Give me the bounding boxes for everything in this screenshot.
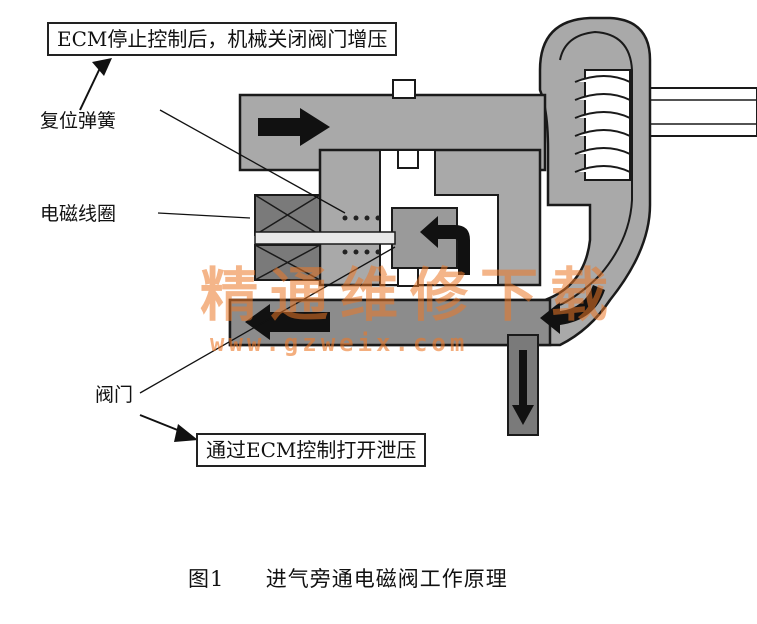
bottom-note-text: 通过ECM控制打开泄压 [206,438,417,462]
flow-arrow-return-pipe [245,304,330,340]
outlet-pipe [639,87,757,137]
watermark-url: www.gzweix.com [210,329,469,357]
pointer-arrow-top [92,58,112,76]
figure-caption: 图1 进气旁通电磁阀工作原理 [188,566,508,592]
compressor-wheel [574,69,631,181]
figure-title: 进气旁通电磁阀工作原理 [265,567,508,591]
flow-arrow-drain [512,350,534,425]
flow-arrow-curve [540,285,605,334]
solenoid-coil [254,194,321,281]
watermark-cn: 精通维修下载 [200,261,621,329]
reset-spring-label: 复位弹簧 [40,110,117,132]
leader-spring [159,109,346,214]
plunger-rod [254,231,396,245]
top-note-text: ECM停止控制后，机械关闭阀门增压 [57,27,388,51]
leader-coil [157,212,251,219]
bottom-note-box: 通过ECM控制打开泄压 [196,433,427,467]
figure-number: 图1 [188,567,225,591]
flow-arrow-intake [258,108,330,146]
top-note-box: ECM停止控制后，机械关闭阀门增压 [47,22,398,56]
leader-valve [139,246,396,394]
valve-label: 阀门 [95,384,134,406]
pointer-arrow-bottom [174,424,198,442]
solenoid-coil-label: 电磁线圈 [40,203,117,225]
flow-arrow-return [420,216,470,275]
reset-spring [342,215,381,255]
